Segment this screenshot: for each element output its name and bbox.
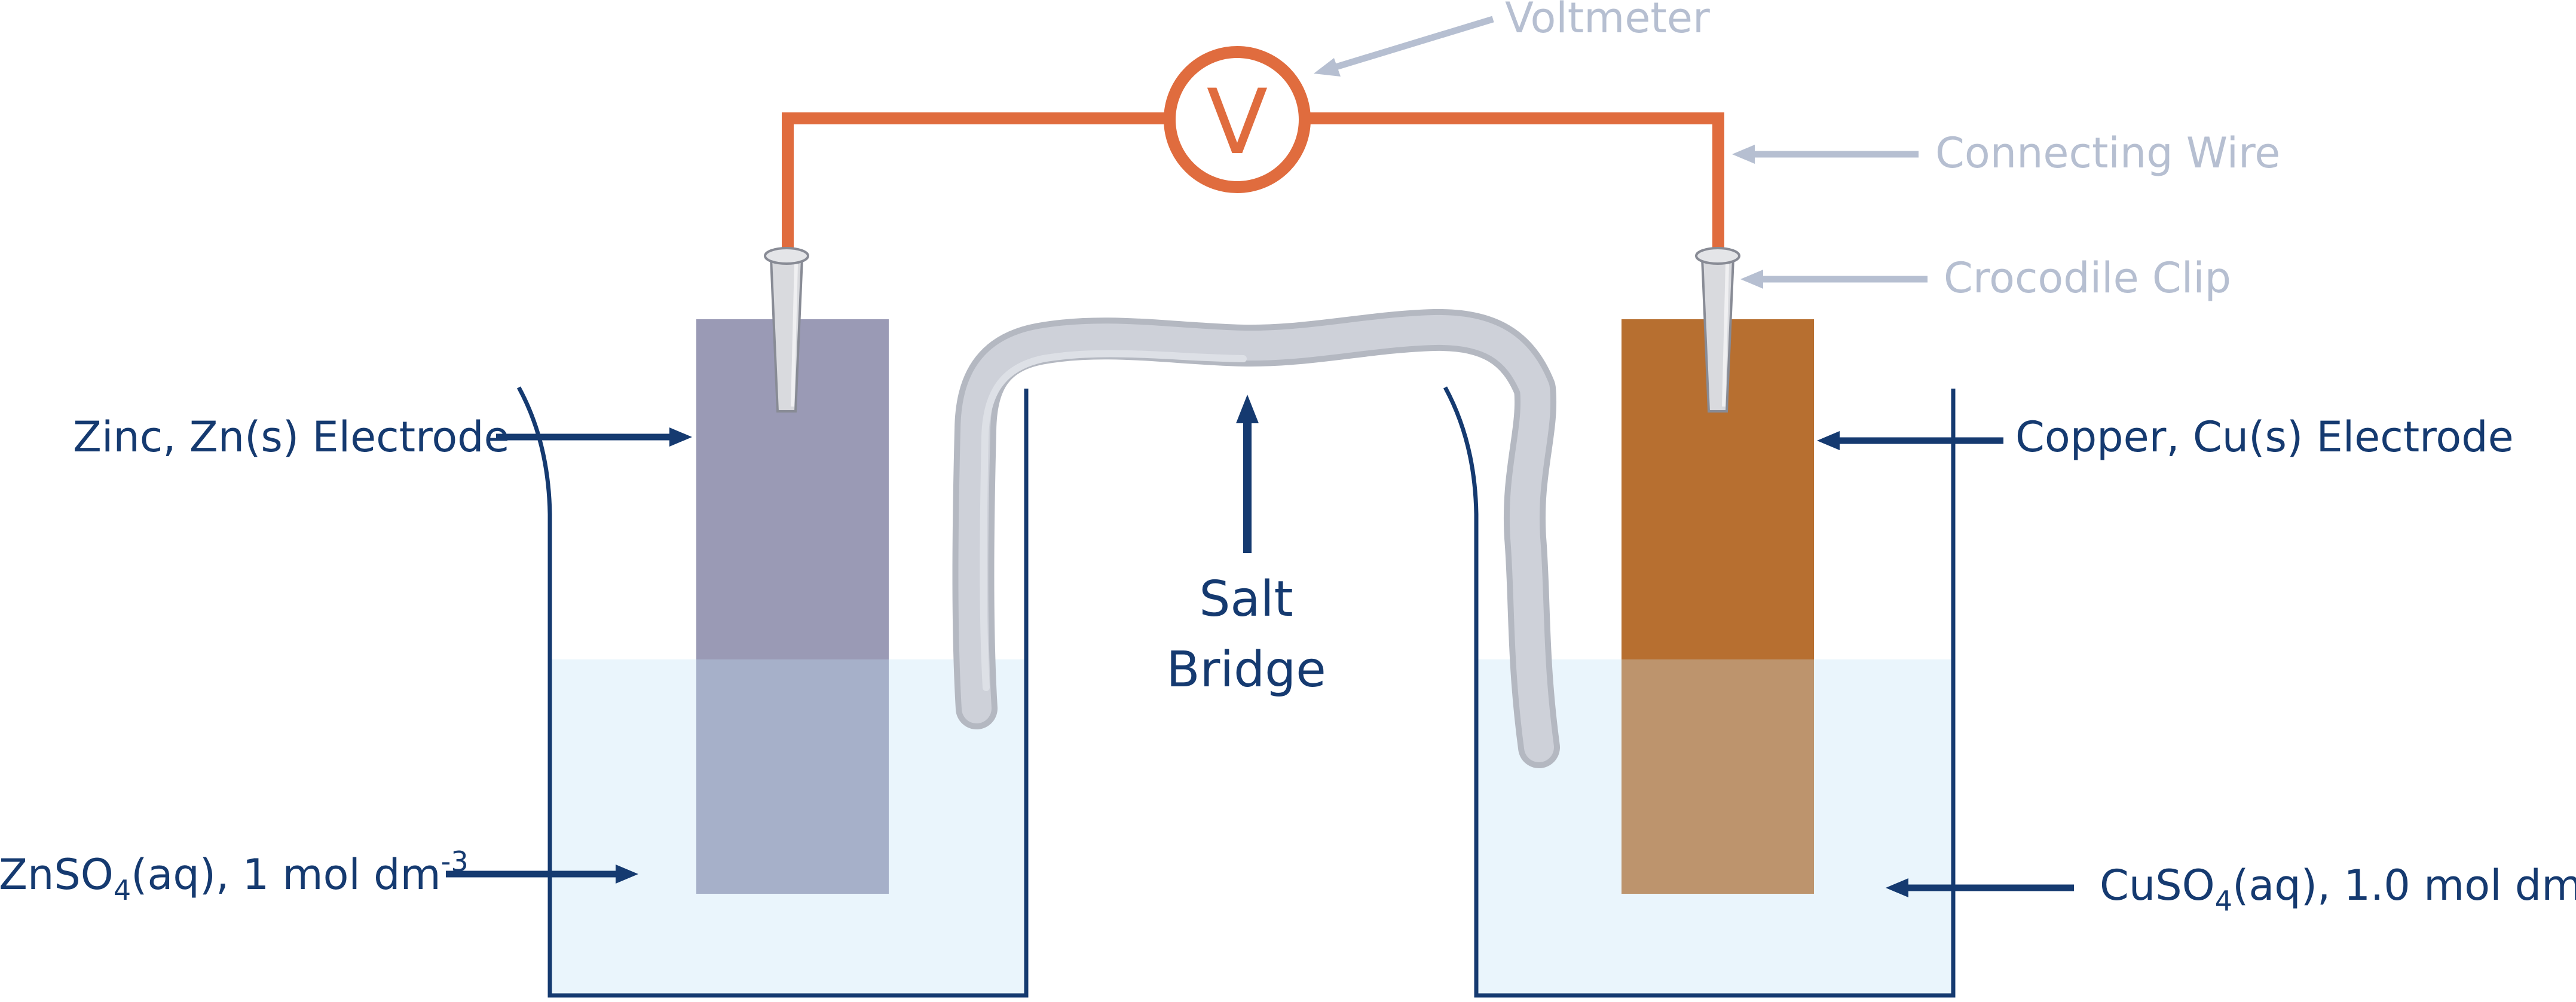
label-salt-bridge-line2: Bridge xyxy=(1166,641,1326,698)
arrow-znso4-head xyxy=(616,864,638,884)
salt-bridge xyxy=(958,314,1554,762)
arrow-salt-bridge-head xyxy=(1236,395,1259,423)
label-znso4-subscript: 4 xyxy=(114,874,131,906)
voltmeter-circle-icon: V xyxy=(1164,46,1311,193)
connecting-wire xyxy=(782,112,1724,256)
zinc-electrode-submerged xyxy=(696,659,889,894)
label-znso4: ZnSO4(aq), 1 mol dm-3 xyxy=(0,845,469,906)
crocodile-clip-left-icon xyxy=(764,247,809,413)
label-salt-bridge-line1: Salt xyxy=(1199,571,1293,628)
label-voltmeter: Voltmeter xyxy=(1505,0,1710,42)
salt-bridge-highlight xyxy=(980,350,1247,691)
label-znso4-prefix: ZnSO xyxy=(0,850,114,899)
voltmeter-symbol: V xyxy=(1207,71,1268,175)
label-connecting-wire: Connecting Wire xyxy=(1935,129,2280,178)
arrow-voltmeter xyxy=(1335,16,1494,71)
arrow-copper-electrode-head xyxy=(1817,431,1840,450)
arrow-connecting-wire-head xyxy=(1732,145,1755,164)
label-crocodile-clip: Crocodile Clip xyxy=(1944,253,2231,303)
arrow-cuso4-head xyxy=(1886,878,1908,897)
label-zinc-electrode: Zinc, Zn(s) Electrode xyxy=(73,413,510,462)
copper-electrode-submerged xyxy=(1622,659,1814,894)
label-znso4-middle: (aq), 1 mol dm xyxy=(131,850,441,899)
label-cuso4-middle: (aq), 1.0 mol dm xyxy=(2232,861,2576,910)
right-beaker xyxy=(1443,386,1956,998)
arrow-zinc-electrode-head xyxy=(669,427,692,447)
label-copper-electrode: Copper, Cu(s) Electrode xyxy=(2015,413,2514,462)
label-cuso4-prefix: CuSO xyxy=(2100,861,2215,910)
label-cuso4-subscript: 4 xyxy=(2215,885,2232,917)
left-beaker xyxy=(516,386,1029,998)
label-cuso4: CuSO4(aq), 1.0 mol dm-3 xyxy=(2100,856,2576,917)
crocodile-clip-right-icon xyxy=(1695,247,1740,413)
arrow-voltmeter-head xyxy=(1314,58,1341,77)
arrow-crocodile-clip-head xyxy=(1740,270,1763,289)
